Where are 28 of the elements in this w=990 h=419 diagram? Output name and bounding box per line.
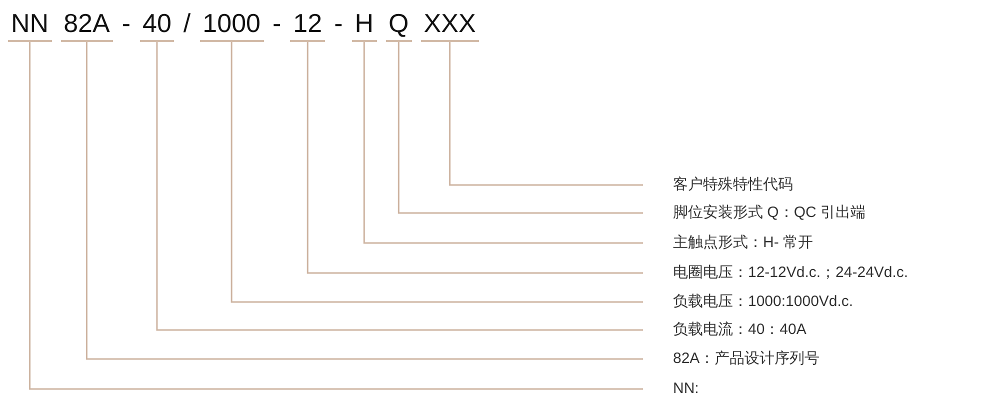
leader-line (230, 42, 643, 303)
separator: - (122, 8, 130, 40)
code-description: NN: (643, 377, 699, 401)
code-description: 客户特殊特性代码 (643, 173, 793, 197)
code-description: 负载电压：1000:1000Vd.c. (643, 290, 854, 314)
code-segment: XXX (420, 8, 479, 42)
separator: - (334, 8, 343, 40)
code-description: 负载电流：40：40A (643, 318, 806, 342)
leader-line (398, 42, 643, 214)
leader-line (363, 42, 643, 244)
leader-line (449, 42, 643, 186)
leader-line (29, 42, 643, 390)
code-segment: H (352, 8, 377, 42)
code-segment: 82A (60, 8, 113, 42)
code-segment: NN (8, 8, 52, 42)
code-description: 主触点形式：H- 常开 (643, 231, 813, 255)
code-description: 脚位安装形式 Q：QC 引出端 (643, 201, 866, 225)
code-segment: 1000 (200, 8, 264, 42)
code-segment: 40 (140, 8, 174, 42)
separator: / (183, 8, 191, 40)
code-segment: Q (386, 8, 412, 42)
leader-line (156, 42, 643, 331)
leader-line (306, 42, 643, 274)
code-segment: 12 (290, 8, 326, 42)
code-description: 电圈电压：12-12Vd.c.；24-24Vd.c. (643, 261, 908, 285)
leader-line (86, 42, 643, 360)
separator: - (272, 8, 282, 40)
code-description: 82A：产品设计序列号 (643, 347, 820, 371)
